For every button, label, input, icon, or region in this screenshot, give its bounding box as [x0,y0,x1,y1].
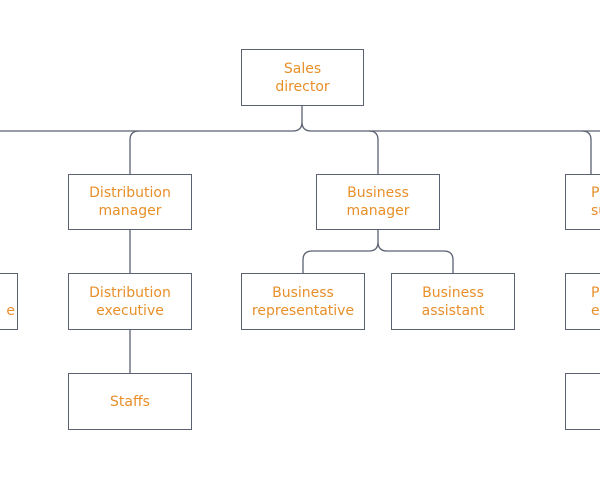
node-sales-director: Sales director [241,49,364,106]
node-staffs: Staffs [68,373,192,430]
link-to-business-manager [368,130,379,174]
node-label: Business representative [251,284,355,319]
node-business-assistant: Business assistant [391,273,515,330]
node-label: Business assistant [421,284,485,319]
node-business-manager: Business manager [316,174,440,230]
node-label: Business manager [346,185,410,219]
node-label: Staffs [110,393,150,410]
node-right-executive-partial: P e [565,273,600,330]
link-to-right-manager [581,130,592,174]
node-business-representative: Business representative [241,273,365,330]
node-right-staffs-partial [565,373,600,430]
node-left-partial: e [0,273,18,330]
node-label: Distribution manager [89,185,171,219]
node-distribution-manager: Distribution manager [68,174,192,230]
link-to-distribution-manager [129,130,140,174]
node-label: P su [591,185,600,219]
node-right-manager-partial: P su [565,174,600,230]
node-label: e [6,302,15,319]
link-root-to-level1 [0,106,600,132]
node-label: Distribution executive [89,284,171,319]
node-distribution-executive: Distribution executive [68,273,192,330]
link-business-manager-to-children [302,230,454,273]
node-label: Sales director [275,60,330,95]
node-label: P e [591,284,600,319]
